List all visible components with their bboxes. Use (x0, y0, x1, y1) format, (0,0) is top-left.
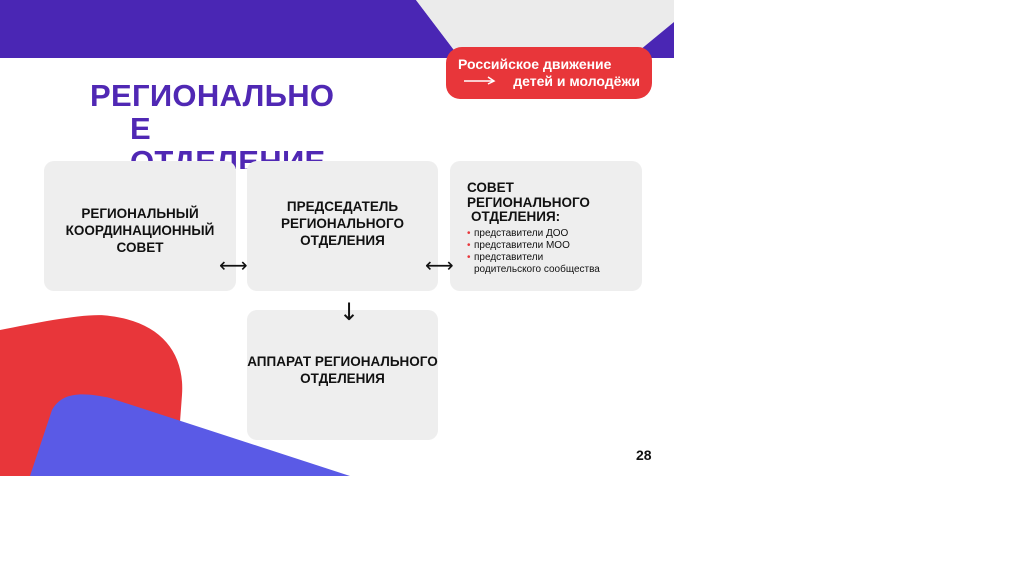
list-item: •представители МОО (467, 240, 642, 252)
top-purple-band (0, 0, 460, 58)
background-shapes (0, 0, 674, 476)
sovet-members-list: •представители ДОО •представители МОО •п… (467, 228, 642, 276)
bidirectional-arrow-icon: ⟷ (219, 253, 248, 277)
page-number: 28 (636, 447, 652, 463)
sovet-title-line-1: СОВЕТ (467, 180, 514, 195)
member-label: представители МОО (474, 239, 570, 251)
bidirectional-arrow-icon: ⟷ (425, 253, 454, 277)
member-label-line-1: представители (474, 251, 544, 263)
regional-apparatus-box: АППАРАТ РЕГИОНАЛЬНОГО ОТДЕЛЕНИЯ (247, 310, 438, 440)
bullet-icon: • (467, 251, 471, 263)
member-label-line-2: родительского сообщества (474, 263, 600, 275)
logo-arrow-icon (464, 76, 496, 85)
organization-logo: Российское движение детей и молодёжи (446, 47, 652, 99)
down-arrow-icon: ↓ (339, 298, 360, 326)
top-grey-band (416, 0, 674, 58)
chair-label: ПРЕДСЕДАТЕЛЬ РЕГИОНАЛЬНОГО ОТДЕЛЕНИЯ (281, 199, 404, 248)
bullet-icon: • (467, 227, 471, 239)
list-item: •представители ДОО (467, 228, 642, 240)
council-label: РЕГИОНАЛЬНЫЙ КООРДИНАЦИОННЫЙ СОВЕТ (65, 206, 215, 255)
slide: РЕГИОНАЛЬНО Е ОТДЕЛЕНИЕ Российское движе… (0, 0, 674, 476)
blue-wedge (30, 394, 350, 476)
regional-coordination-council-box: РЕГИОНАЛЬНЫЙ КООРДИНАЦИОННЫЙ СОВЕТ (44, 161, 236, 291)
title-line-1: РЕГИОНАЛЬНО (90, 79, 335, 113)
sovet-title-line-3: ОТДЕЛЕНИЯ: (471, 209, 561, 224)
member-label: представители ДОО (474, 227, 569, 239)
title-line-2: Е (130, 111, 151, 146)
slide-title: РЕГИОНАЛЬНО Е ОТДЕЛЕНИЕ (90, 79, 360, 169)
sovet-title-line-2: РЕГИОНАЛЬНОГО (467, 194, 590, 210)
bullet-icon: • (467, 239, 471, 251)
logo-line-1: Российское движение (458, 56, 612, 72)
top-right-purple-wedge (640, 22, 674, 58)
sovet-title: СОВЕТ РЕГИОНАЛЬНОГО ОТДЕЛЕНИЯ: (467, 180, 642, 225)
regional-council-box: СОВЕТ РЕГИОНАЛЬНОГО ОТДЕЛЕНИЯ: •представ… (450, 161, 642, 291)
regional-chair-box: ПРЕДСЕДАТЕЛЬ РЕГИОНАЛЬНОГО ОТДЕЛЕНИЯ (247, 161, 438, 291)
apparat-label: АППАРАТ РЕГИОНАЛЬНОГО ОТДЕЛЕНИЯ (247, 354, 438, 386)
logo-line-2: детей и молодёжи (513, 73, 640, 89)
